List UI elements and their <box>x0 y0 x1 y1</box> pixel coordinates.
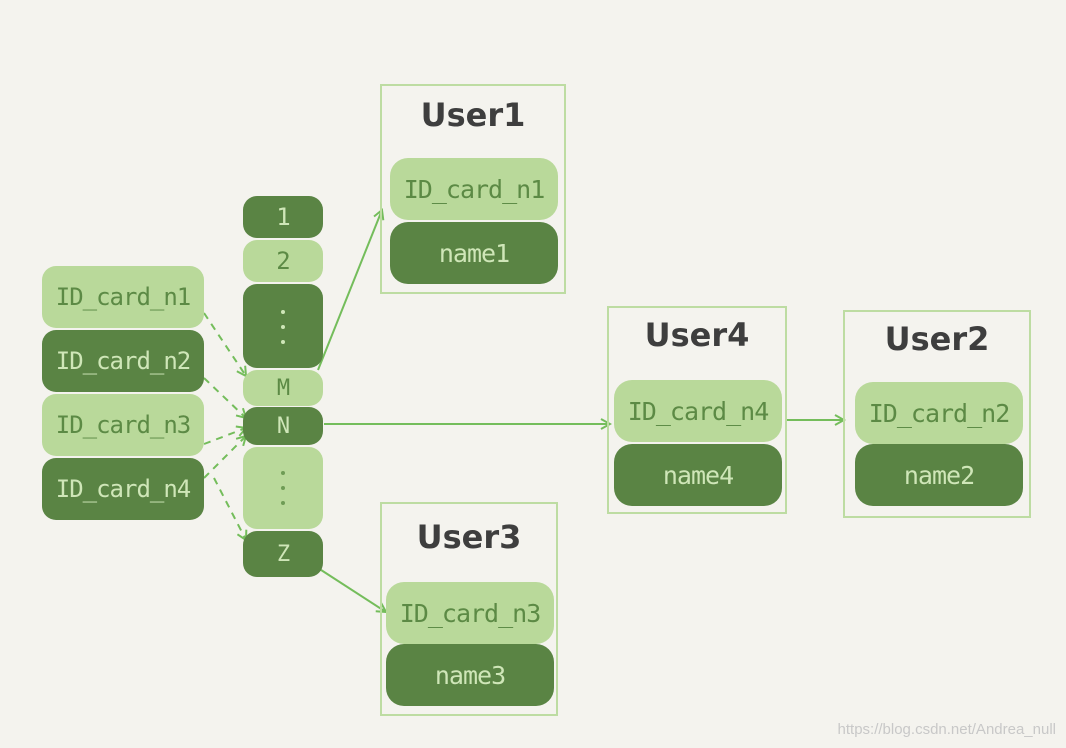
user2-id-card: ID_card_n2 <box>855 382 1023 444</box>
user4-id-card: ID_card_n4 <box>614 380 782 442</box>
user1-title: User1 <box>420 96 526 134</box>
user2-title: User2 <box>884 320 990 358</box>
key-id-card-n2: ID_card_n2 <box>42 330 204 392</box>
hash-slot-1: 1 <box>243 196 323 238</box>
key-id-card-n4: ID_card_n4 <box>42 458 204 520</box>
user4-name: name4 <box>614 444 782 506</box>
user3-name: name3 <box>386 644 554 706</box>
dashed-arrow-n3-to-n <box>203 428 246 445</box>
user3-record: User3 ID_card_n3 name3 <box>380 502 558 716</box>
dashed-arrow-n4-to-n <box>203 436 246 479</box>
hash-slot-z: Z <box>243 531 323 577</box>
hash-slot-n: N <box>243 407 323 445</box>
user1-id-card: ID_card_n1 <box>390 158 558 220</box>
user2-record: User2 ID_card_n2 name2 <box>843 310 1031 518</box>
user4-title: User4 <box>644 316 750 354</box>
user3-id-card: ID_card_n3 <box>386 582 554 644</box>
watermark-url: https://blog.csdn.net/Andrea_null <box>837 721 1056 738</box>
dashed-arrow-n1-to-m <box>203 312 246 376</box>
hash-slot-ellipsis-upper <box>243 284 323 368</box>
user1-record: User1 ID_card_n1 name1 <box>380 84 566 294</box>
hash-slot-2: 2 <box>243 240 323 282</box>
user1-name: name1 <box>390 222 558 284</box>
user4-record: User4 ID_card_n4 name4 <box>607 306 787 514</box>
hash-slot-m: M <box>243 370 323 406</box>
hash-slot-ellipsis-lower <box>243 447 323 529</box>
vertical-ellipsis-icon <box>281 471 285 505</box>
arrow-z-to-user3 <box>317 567 386 612</box>
key-id-card-n3: ID_card_n3 <box>42 394 204 456</box>
dashed-arrow-n4-to-z <box>213 477 246 540</box>
user3-title: User3 <box>416 518 522 556</box>
dashed-arrow-n2-to-n <box>203 377 246 418</box>
user2-name: name2 <box>855 444 1023 506</box>
vertical-ellipsis-icon <box>281 310 285 344</box>
key-id-card-n1: ID_card_n1 <box>42 266 204 328</box>
arrow-m-to-user1 <box>317 210 382 371</box>
